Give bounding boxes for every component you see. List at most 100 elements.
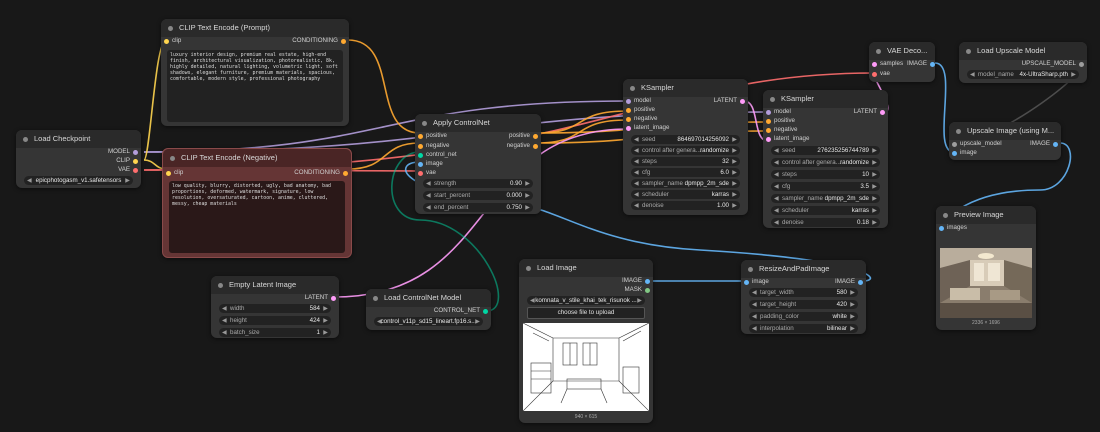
arrow-left-icon[interactable]: ◀ <box>426 180 431 187</box>
node-title[interactable]: Load Checkpoint <box>16 130 141 148</box>
arrow-left-icon[interactable]: ◀ <box>634 202 639 209</box>
arrow-left-icon[interactable]: ◀ <box>222 305 227 312</box>
model-input-dot[interactable] <box>626 98 631 104</box>
mask-output-dot[interactable] <box>645 287 650 293</box>
node-title[interactable]: Empty Latent Image <box>211 276 339 294</box>
arrow-right-icon[interactable]: ▶ <box>525 192 530 199</box>
arrow-left-icon[interactable]: ◀ <box>634 136 639 143</box>
arrow-left-icon[interactable]: ◀ <box>774 147 779 154</box>
node-title[interactable]: Apply ControlNet <box>415 114 541 132</box>
arrow-left-icon[interactable]: ◀ <box>426 204 431 211</box>
arrow-right-icon[interactable]: ▶ <box>1071 71 1076 78</box>
arrow-right-icon[interactable]: ▶ <box>732 136 737 143</box>
controlnet-name-combo[interactable]: ◀control_v11p_sd15_lineart.fp16.s...▶ <box>374 317 483 326</box>
node-vae-decode[interactable]: VAE Deco... samples vae IMAGE <box>869 42 935 82</box>
loaded-sketch-image[interactable] <box>523 323 649 411</box>
negative-output-dot[interactable] <box>533 143 538 149</box>
arrow-right-icon[interactable]: ▶ <box>850 325 855 332</box>
image-output-dot[interactable] <box>645 278 650 284</box>
image-output-dot[interactable] <box>1053 141 1058 147</box>
arrow-left-icon[interactable]: ◀ <box>634 191 639 198</box>
latent-input-dot[interactable] <box>766 136 771 142</box>
image-input-dot[interactable] <box>418 161 423 167</box>
node-load-image[interactable]: Load Image IMAGE MASK ◀komnata_v_stile_k… <box>519 259 653 423</box>
arrow-right-icon[interactable]: ▶ <box>872 207 877 214</box>
preview-image-output[interactable] <box>940 248 1032 318</box>
input-positive[interactable]: positive <box>766 117 795 125</box>
input-negative[interactable]: negative <box>418 142 449 150</box>
arrow-left-icon[interactable]: ◀ <box>774 159 779 166</box>
arrow-right-icon[interactable]: ▶ <box>732 202 737 209</box>
node-title[interactable]: Load ControlNet Model <box>366 289 491 307</box>
output-mask[interactable]: MASK <box>624 286 650 294</box>
arrow-right-icon[interactable]: ▶ <box>850 289 855 296</box>
image-input-dot[interactable] <box>952 150 957 156</box>
output-conditioning[interactable]: CONDITIONING <box>294 169 348 177</box>
arrow-left-icon[interactable]: ◀ <box>634 169 639 176</box>
arrow-right-icon[interactable]: ▶ <box>872 195 877 202</box>
node-title[interactable]: VAE Deco... <box>869 42 935 60</box>
arrow-left-icon[interactable]: ◀ <box>377 318 382 325</box>
node-load-upscale-model[interactable]: Load Upscale Model UPSCALE_MODEL ◀model_… <box>959 42 1087 83</box>
arrow-right-icon[interactable]: ▶ <box>850 301 855 308</box>
arrow-left-icon[interactable]: ◀ <box>752 325 757 332</box>
control-net-output-dot[interactable] <box>483 308 488 314</box>
samples-input-dot[interactable] <box>872 61 877 67</box>
output-image[interactable]: IMAGE <box>1030 140 1058 148</box>
arrow-left-icon[interactable]: ◀ <box>530 297 535 304</box>
positive-input-dot[interactable] <box>626 107 631 113</box>
arrow-right-icon[interactable]: ▶ <box>637 297 642 304</box>
output-image[interactable]: IMAGE <box>907 60 935 68</box>
output-negative[interactable]: negative <box>507 142 538 150</box>
arrow-left-icon[interactable]: ◀ <box>752 301 757 308</box>
node-title[interactable]: CLIP Text Encode (Prompt) <box>161 19 349 37</box>
arrow-right-icon[interactable]: ▶ <box>872 219 877 226</box>
output-upscale-model[interactable]: UPSCALE_MODEL <box>1022 60 1084 68</box>
negative-input-dot[interactable] <box>766 127 771 133</box>
model-input-dot[interactable] <box>766 109 771 115</box>
images-input-dot[interactable] <box>939 225 944 231</box>
image-input-dot[interactable] <box>744 279 749 285</box>
arrow-left-icon[interactable]: ◀ <box>774 219 779 226</box>
latent-input-dot[interactable] <box>626 125 631 131</box>
input-negative[interactable]: negative <box>626 115 657 123</box>
image-output-dot[interactable] <box>930 61 935 67</box>
arrow-right-icon[interactable]: ▶ <box>323 305 328 312</box>
arrow-right-icon[interactable]: ▶ <box>525 180 530 187</box>
node-title[interactable]: CLIP Text Encode (Negative) <box>163 149 351 167</box>
arrow-right-icon[interactable]: ▶ <box>732 191 737 198</box>
arrow-right-icon[interactable]: ▶ <box>872 171 877 178</box>
prompt-textarea[interactable]: luxury interior design, premium real est… <box>167 50 343 122</box>
arrow-right-icon[interactable]: ▶ <box>323 329 328 336</box>
image-file-combo[interactable]: ◀komnata_v_stile_khai_tek_risunok ...▶ <box>527 296 645 305</box>
input-clip[interactable]: clip <box>164 37 181 45</box>
node-ksampler-2[interactable]: KSampler model positive negative latent_… <box>763 90 888 228</box>
arrow-left-icon[interactable]: ◀ <box>752 313 757 320</box>
arrow-right-icon[interactable]: ▶ <box>732 147 737 154</box>
input-vae[interactable]: vae <box>872 70 890 78</box>
input-positive[interactable]: positive <box>626 106 655 114</box>
input-latent-image[interactable]: latent_image <box>766 135 809 143</box>
arrow-right-icon[interactable]: ▶ <box>732 158 737 165</box>
node-title[interactable]: ResizeAndPadImage <box>741 260 866 278</box>
control-after-generate-widget[interactable]: ◀control after genera...randomize▶ <box>771 158 880 167</box>
upscale-model-output-dot[interactable] <box>1079 61 1084 67</box>
arrow-right-icon[interactable]: ▶ <box>323 317 328 324</box>
output-vae[interactable]: VAE <box>118 166 138 174</box>
latent-output-dot[interactable] <box>331 295 336 301</box>
arrow-left-icon[interactable]: ◀ <box>774 183 779 190</box>
output-control-net[interactable]: CONTROL_NET <box>434 307 488 315</box>
clip-input-dot[interactable] <box>166 170 171 176</box>
